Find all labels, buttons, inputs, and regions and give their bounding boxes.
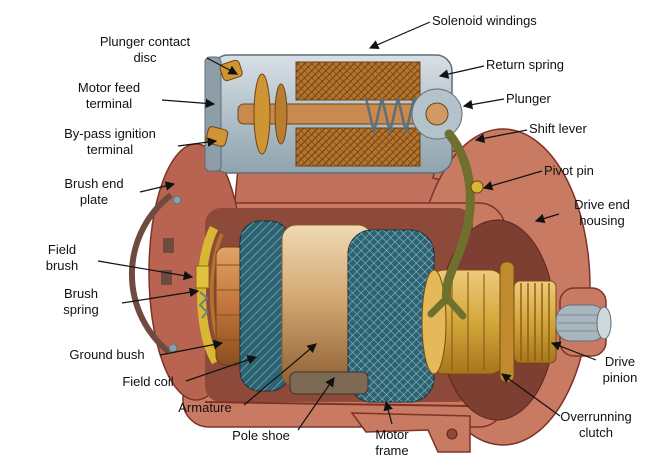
label-armature: Armature xyxy=(178,400,232,415)
clutch-and-pinion xyxy=(421,219,612,421)
field-brush-shape xyxy=(195,265,210,289)
brush-spring-shape xyxy=(198,291,209,319)
label-ground-bush: Ground bush xyxy=(69,347,145,362)
label-brush-end-plate: Brush end plate xyxy=(64,176,124,207)
label-solenoid-windings: Solenoid windings xyxy=(432,13,537,28)
label-pole-shoe: Pole shoe xyxy=(232,428,290,443)
brush-end-plate-details xyxy=(128,192,182,355)
mounting-foot-shape xyxy=(350,412,471,453)
label-plunger-contact-disc: Plunger contact disc xyxy=(99,34,191,65)
frame-seam xyxy=(204,401,469,407)
shift-lever-shape xyxy=(441,129,475,305)
leader-lines xyxy=(97,21,597,431)
label-motor-frame: Motor frame xyxy=(375,427,409,458)
pivot-pin-shape xyxy=(470,180,484,194)
pole-shoe-shape xyxy=(289,371,369,395)
return-spring-shape xyxy=(364,97,424,133)
foot-bolt xyxy=(446,428,458,440)
label-motor-feed-terminal: Motor feed terminal xyxy=(77,80,141,111)
solenoid-assembly xyxy=(204,54,463,174)
label-brush-spring: Brush spring xyxy=(63,286,99,317)
label-plunger: Plunger xyxy=(506,91,551,106)
label-field-coil: Field coil xyxy=(122,374,174,389)
label-overrunning-clutch: Overrunning clutch xyxy=(560,409,632,440)
field-coil-shape xyxy=(197,225,220,365)
label-field-brush: Field brush xyxy=(45,242,79,273)
label-return-spring: Return spring xyxy=(486,57,565,72)
label-drive-end-housing: Drive end housing xyxy=(574,197,630,228)
label-pivot-pin: Pivot pin xyxy=(544,163,594,178)
armature-assembly xyxy=(215,220,451,403)
label-by-pass-ignition-terminal: By-pass ignition terminal xyxy=(64,126,156,157)
shift-lever-assembly xyxy=(427,129,484,320)
label-drive-pinion: Drive pinion xyxy=(602,354,638,385)
contact-disc-shape xyxy=(253,73,271,155)
label-shift-lever: Shift lever xyxy=(529,121,587,136)
